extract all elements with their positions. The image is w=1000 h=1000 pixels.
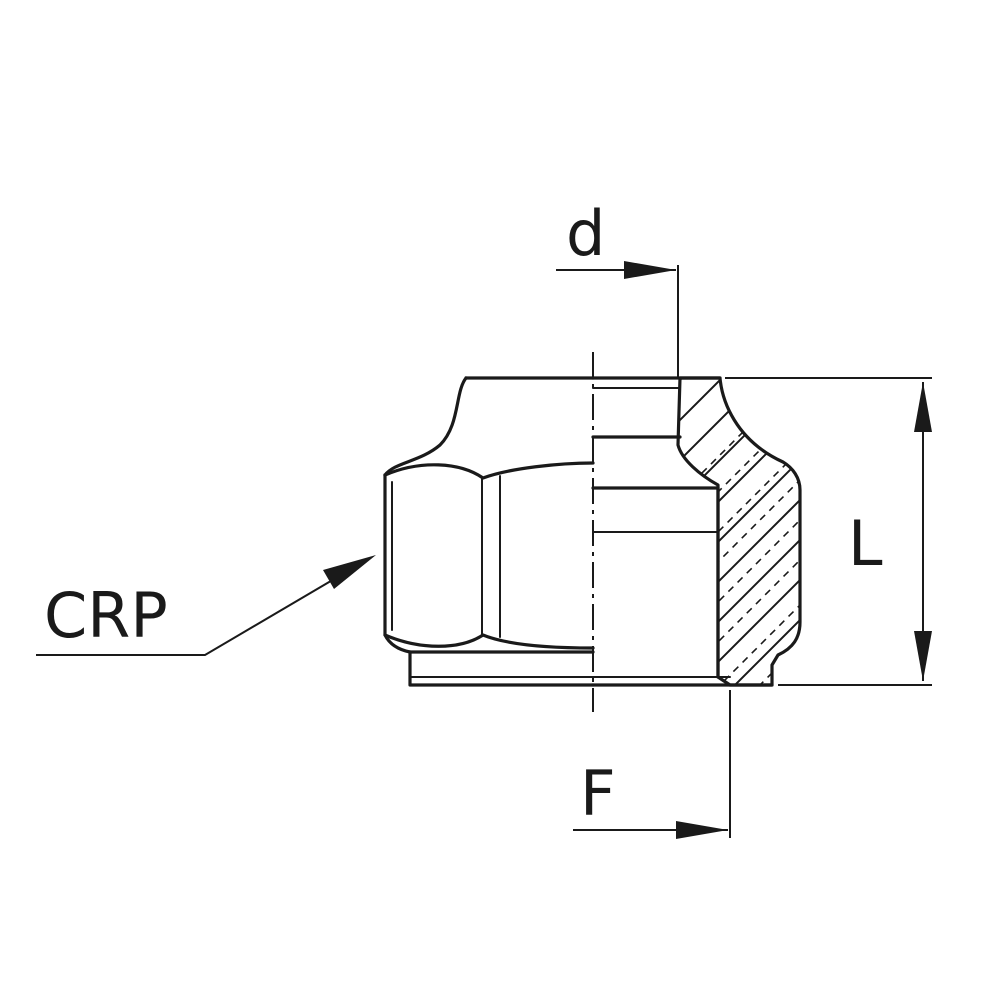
crp-leader bbox=[36, 555, 376, 656]
dimension-f bbox=[573, 690, 731, 839]
dimension-d bbox=[556, 261, 679, 378]
label-l: L bbox=[848, 507, 883, 580]
dimension-l bbox=[725, 377, 932, 686]
label-crp: CRP bbox=[44, 579, 168, 652]
nut-section bbox=[591, 376, 802, 687]
label-f: F bbox=[580, 757, 616, 830]
section-hatching bbox=[678, 378, 800, 685]
nut-exterior bbox=[383, 376, 595, 687]
label-d: d bbox=[566, 197, 605, 270]
